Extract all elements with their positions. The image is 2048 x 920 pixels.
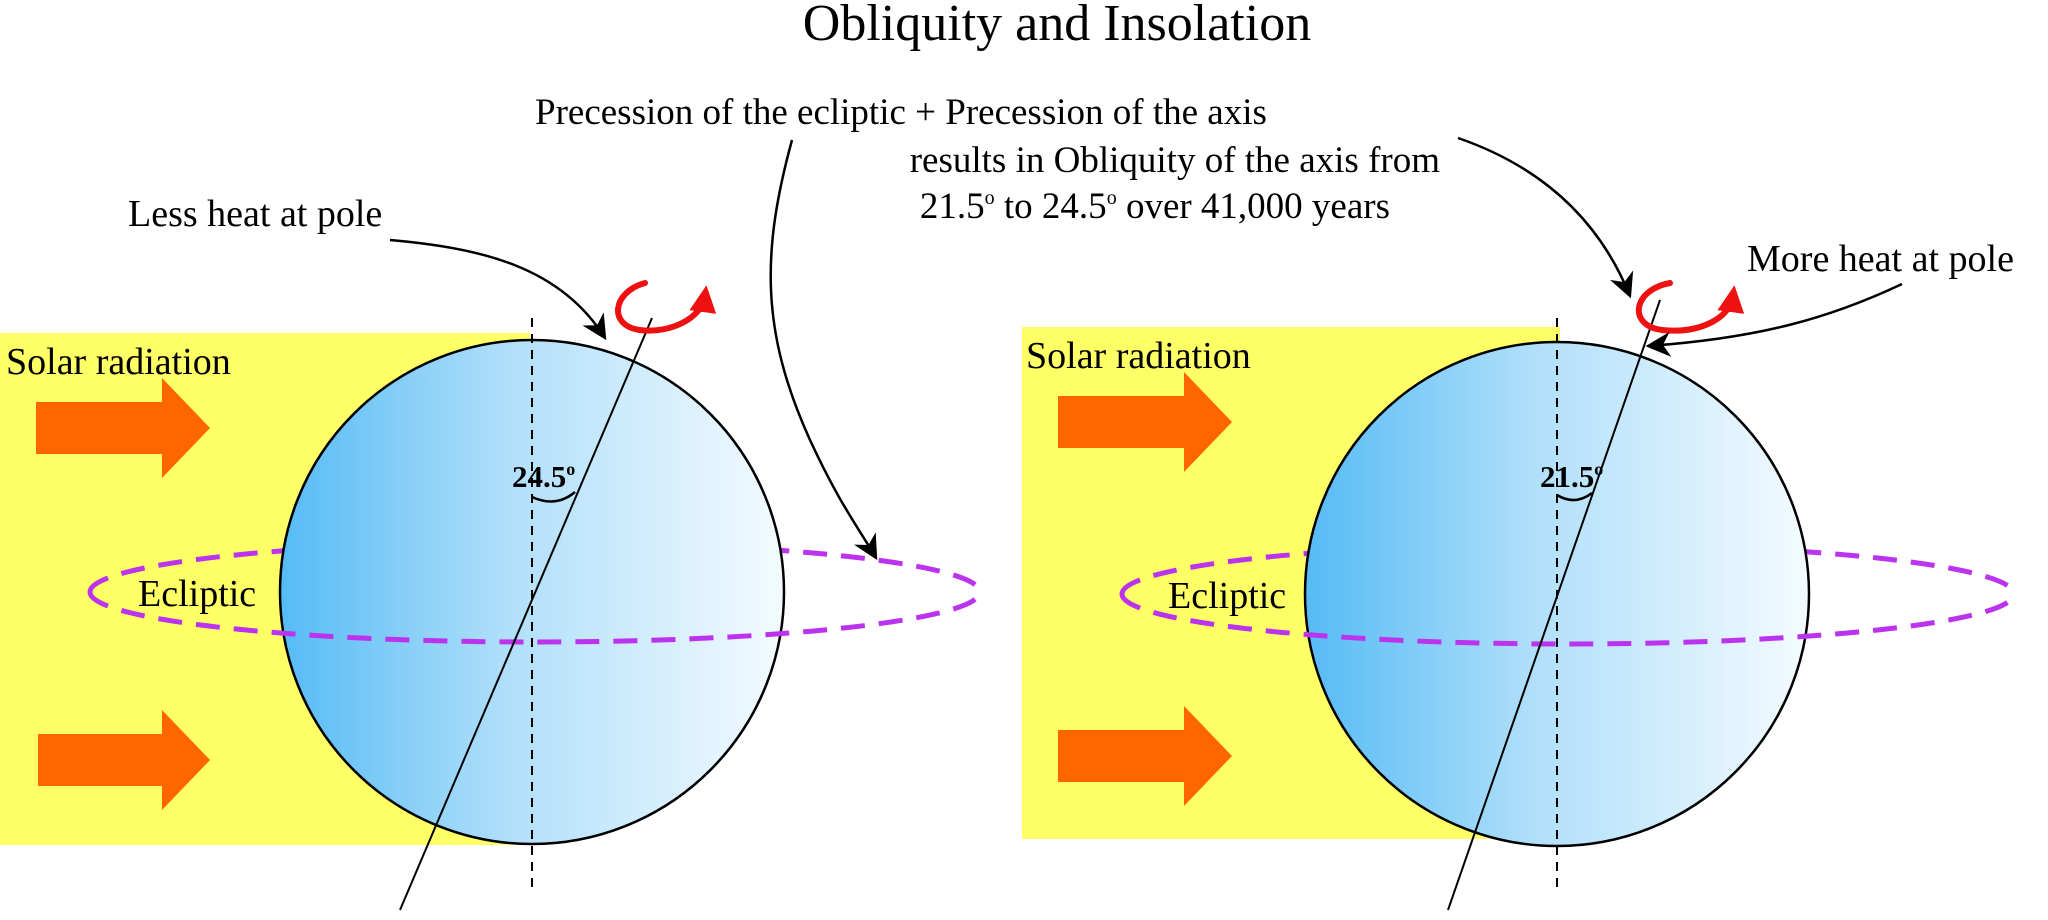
right-solar-arrow-top <box>1058 372 1232 472</box>
right-pole-pointer <box>1645 282 1903 357</box>
left-solar-arrow-bottom <box>38 710 210 810</box>
right-rotation-arrow <box>1635 280 1745 334</box>
right-ecliptic-label: Ecliptic <box>1168 575 1286 617</box>
left-ecliptic-label: Ecliptic <box>138 573 256 615</box>
diagram-title: Obliquity and Insolation <box>803 0 1311 52</box>
left-solar-arrow-top <box>36 378 210 478</box>
left-angle-value: 24.5o <box>512 459 575 494</box>
right-angle-value: 21.5o <box>1540 459 1603 494</box>
left-solar-radiation-label: Solar radiation <box>6 341 231 383</box>
precession-note-line-3: 21.5o to 24.5o over 41,000 years <box>920 186 1390 227</box>
left-tilted-axis <box>399 317 653 911</box>
left-pole-label: Less heat at pole <box>128 193 382 235</box>
right-solar-arrow-bottom <box>1058 706 1232 806</box>
right-ecliptic-orbit-front <box>1119 593 2017 647</box>
right-angle-arc <box>1556 491 1593 502</box>
precession-note-line-2: results in Obliquity of the axis from <box>910 140 1440 181</box>
left-panel: Solar radiation Ecliptic 24.5o Less heat… <box>0 193 983 911</box>
left-pole-pointer <box>389 238 607 341</box>
left-ecliptic-orbit-front <box>87 591 983 645</box>
right-tilted-axis <box>1447 299 1661 911</box>
left-rotation-arrow <box>615 280 717 334</box>
right-pole-label: More heat at pole <box>1747 238 2014 280</box>
precession-pointer-to-axis <box>1457 136 1634 299</box>
right-panel: Solar radiation Ecliptic 21.5o More heat… <box>1022 238 2017 911</box>
precession-pointer-to-ecliptic <box>769 139 878 561</box>
right-solar-radiation-label: Solar radiation <box>1026 335 1251 377</box>
left-ecliptic-orbit-back <box>87 539 983 593</box>
left-angle-arc <box>531 491 576 503</box>
precession-note-line-1: Precession of the ecliptic + Precession … <box>535 92 1267 133</box>
